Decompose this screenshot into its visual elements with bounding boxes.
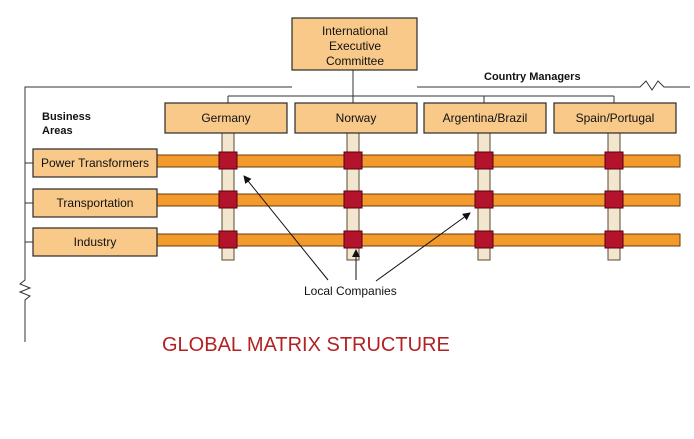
arrow-to-germany bbox=[243, 175, 329, 281]
local-companies-label: Local Companies bbox=[304, 284, 397, 298]
node-germany-industry bbox=[218, 230, 238, 249]
business-box-power-transformers bbox=[32, 148, 158, 178]
executive-committee-box: International Executive Committee bbox=[291, 17, 418, 71]
country-label-argentina-brazil: Argentina/Brazil bbox=[443, 111, 528, 125]
business-label-transportation: Transportation bbox=[57, 196, 134, 210]
business-areas-label-line-1: Business bbox=[42, 111, 91, 123]
executive-line-3: Committee bbox=[326, 54, 384, 68]
business-label-power-transformers: Power Transformers bbox=[41, 156, 149, 170]
node-spain-industry bbox=[604, 230, 624, 249]
country-box-argentina-brazil bbox=[423, 102, 547, 134]
node-germany-transport bbox=[218, 190, 238, 209]
country-label-spain-portugal: Spain/Portugal bbox=[576, 111, 655, 125]
business-areas-label-line-2: Areas bbox=[42, 125, 73, 137]
executive-line-1: International bbox=[322, 24, 388, 38]
node-spain-transport bbox=[604, 190, 624, 209]
node-germany-power bbox=[218, 151, 238, 170]
country-managers-label: Country Managers bbox=[484, 71, 581, 83]
business-label-industry: Industry bbox=[74, 235, 117, 249]
node-argentina-transport bbox=[474, 190, 494, 209]
country-label-germany: Germany bbox=[201, 111, 250, 125]
node-argentina-power bbox=[474, 151, 494, 170]
country-box-germany bbox=[164, 102, 288, 134]
business-area-beams bbox=[156, 154, 681, 247]
node-spain-power bbox=[604, 151, 624, 170]
node-argentina-industry bbox=[474, 230, 494, 249]
executive-line-2: Executive bbox=[329, 39, 381, 53]
business-box-industry bbox=[32, 227, 158, 257]
country-label-norway: Norway bbox=[336, 111, 377, 125]
local-company-nodes bbox=[218, 151, 624, 249]
arrow-to-argentina bbox=[375, 212, 471, 282]
business-area-boxes: Power Transformers Transportation Indust… bbox=[32, 148, 158, 257]
country-box-spain-portugal bbox=[553, 102, 677, 134]
connector-lines bbox=[18, 70, 690, 342]
node-norway-industry bbox=[343, 230, 363, 249]
local-company-arrows bbox=[243, 175, 471, 282]
node-norway-power bbox=[343, 151, 363, 170]
node-norway-transport bbox=[343, 190, 363, 209]
business-box-transportation bbox=[32, 188, 158, 218]
diagram-title: GLOBAL MATRIX STRUCTURE bbox=[162, 334, 450, 356]
country-boxes: Germany Norway Argentina/Brazil Spain/Po… bbox=[164, 102, 677, 134]
country-box-norway bbox=[294, 102, 418, 134]
